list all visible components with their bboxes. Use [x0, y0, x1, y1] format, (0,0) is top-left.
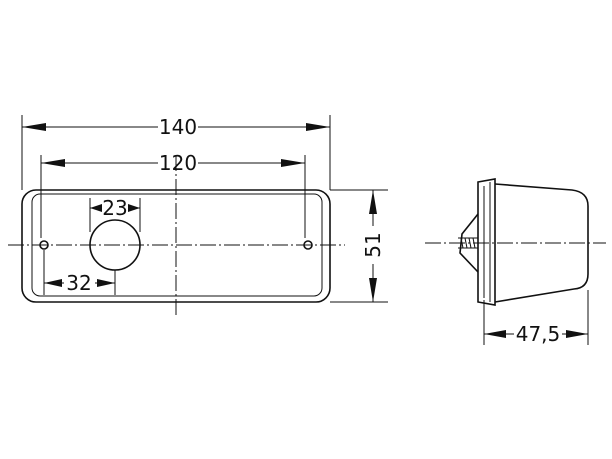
arrowhead [41, 159, 65, 167]
screw-thread [460, 237, 476, 249]
mount-hole-right [303, 240, 313, 250]
dimension-lens-offset: 32 [43, 250, 116, 295]
dimension-label-120: 120 [159, 151, 197, 175]
base-flange [477, 178, 496, 306]
dimension-label-140: 140 [159, 115, 197, 139]
arrowhead [306, 123, 330, 131]
arrowhead [566, 330, 588, 338]
dimension-label-51: 51 [361, 232, 385, 257]
arrowhead [484, 330, 506, 338]
arrowhead [369, 278, 377, 302]
arrowhead [369, 190, 377, 214]
dimension-lens-diameter: 23 [89, 196, 141, 232]
arrowhead [281, 159, 305, 167]
front-view [8, 155, 345, 315]
arrowhead [44, 279, 62, 287]
arrowhead [97, 279, 115, 287]
mounting-stud [459, 213, 479, 273]
arrowhead [90, 204, 102, 212]
dimension-label-47-5: 47,5 [516, 322, 561, 346]
arrowhead [22, 123, 46, 131]
dimension-depth: 47,5 [483, 290, 589, 346]
dimension-overall-width: 140 [21, 115, 331, 190]
side-view [425, 178, 606, 306]
dimension-mount-spacing: 120 [40, 151, 306, 238]
dimension-height: 51 [330, 189, 388, 303]
arrowhead [128, 204, 140, 212]
dimension-label-23: 23 [102, 196, 127, 220]
mount-hole-left [39, 240, 49, 250]
lamp-body [494, 183, 589, 303]
dimension-label-32: 32 [66, 271, 91, 295]
